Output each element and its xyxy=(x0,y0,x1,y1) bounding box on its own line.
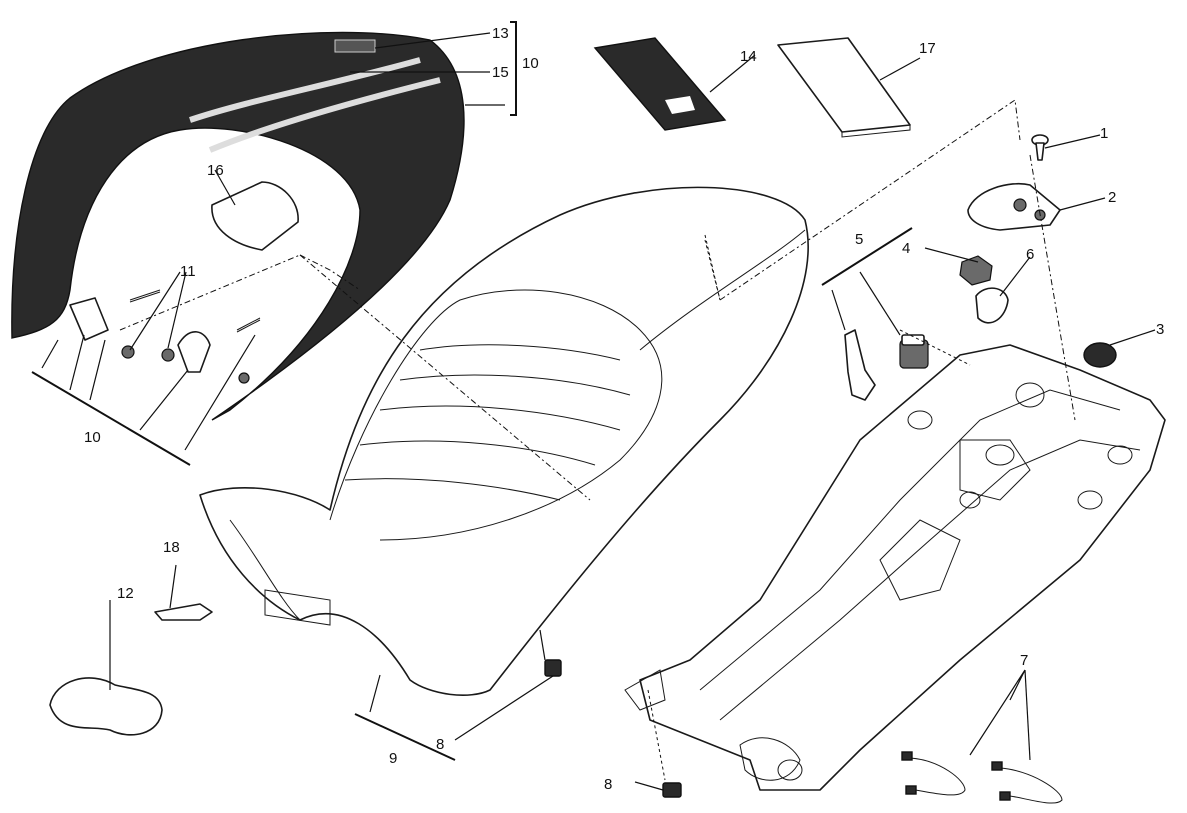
callout-12: 12 xyxy=(117,585,134,602)
callout-4: 4 xyxy=(902,240,910,257)
callout-3: 3 xyxy=(1156,321,1164,338)
seat-cover-plate xyxy=(211,181,299,251)
callout-labels: 1 2 3 4 5 6 7 8 8 9 10 10 11 12 13 14 15… xyxy=(84,25,1164,793)
callout-6: 6 xyxy=(1026,246,1034,263)
bracket-10-left xyxy=(31,371,191,466)
callout-9: 9 xyxy=(389,750,397,767)
seat-fastener-set xyxy=(69,289,261,384)
owners-manual-pouch xyxy=(593,37,727,131)
rider-seat xyxy=(199,186,809,696)
rubber-block-upper xyxy=(544,659,562,677)
assembly-line-seat xyxy=(704,234,721,301)
assembly-line-lock xyxy=(899,329,971,366)
rubber-block-lower xyxy=(662,782,682,798)
seat-latch xyxy=(154,603,213,621)
callout-5: 5 xyxy=(855,231,863,248)
leader-lines xyxy=(41,32,1156,791)
rubber-pad xyxy=(49,677,163,736)
callout-11: 11 xyxy=(180,263,196,280)
callout-1: 1 xyxy=(1100,125,1108,142)
assembly-line-frame xyxy=(719,99,1021,301)
callout-13: 13 xyxy=(492,25,509,42)
seat-cover xyxy=(11,31,465,421)
bracket-10-top xyxy=(510,21,517,116)
assembly-line-bracket xyxy=(1029,154,1076,421)
assembly-line-clips xyxy=(119,254,301,331)
callout-16: 16 xyxy=(207,162,224,179)
warranty-booklet xyxy=(777,37,911,138)
callout-2: 2 xyxy=(1108,189,1116,206)
screw xyxy=(1031,134,1049,161)
ignition-key-and-lock xyxy=(844,329,929,401)
callout-18: 18 xyxy=(163,539,180,556)
rubber-grommet xyxy=(1083,342,1117,368)
assembly-line-cover xyxy=(299,254,361,291)
callout-17: 17 xyxy=(919,40,936,57)
callout-8-upper: 8 xyxy=(436,736,444,753)
callout-14: 14 xyxy=(740,48,757,65)
callout-10-top: 10 xyxy=(522,55,539,72)
bracket-5 xyxy=(821,227,913,286)
seat-lock-bracket xyxy=(967,183,1061,231)
rear-subframe xyxy=(624,344,1166,791)
callout-15: 15 xyxy=(492,64,509,81)
lock-bushing xyxy=(975,287,1009,324)
bracket-9 xyxy=(354,713,456,761)
lock-nut xyxy=(959,255,993,286)
callout-10-left: 10 xyxy=(84,429,101,446)
callout-8-lower: 8 xyxy=(604,776,612,793)
release-cables xyxy=(901,751,1063,804)
callout-7: 7 xyxy=(1020,652,1028,669)
